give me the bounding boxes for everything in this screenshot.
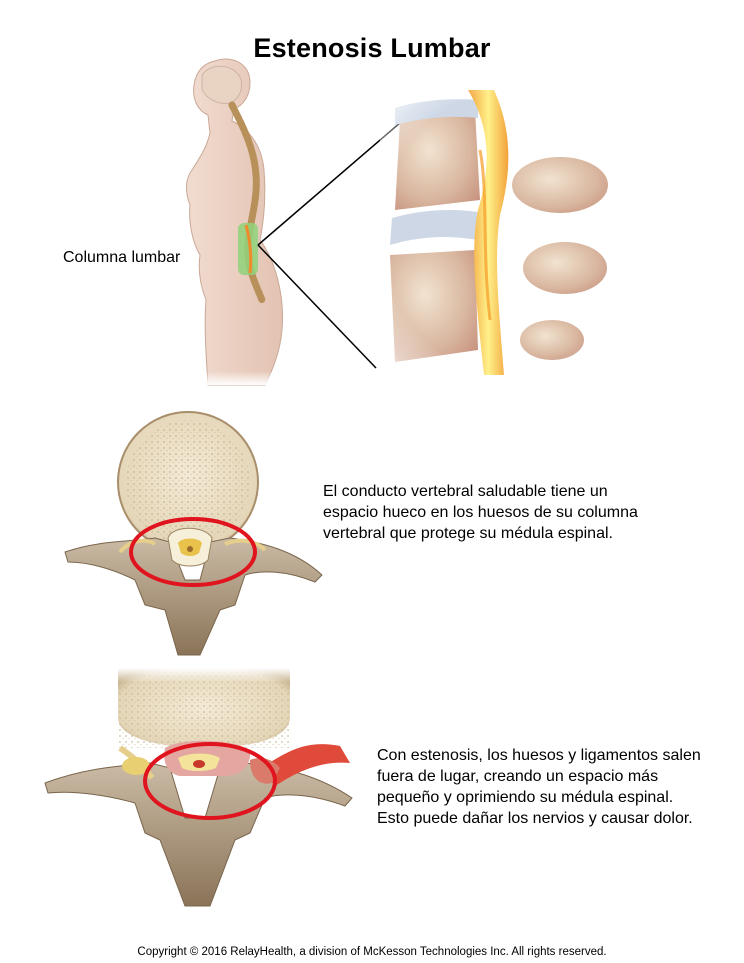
body-silhouette-illustration <box>170 58 300 386</box>
copyright-notice: Copyright © 2016 RelayHealth, a division… <box>137 946 607 958</box>
lumbar-spine-label: Columna lumbar <box>63 249 181 266</box>
stenosis-description: Con estenosis, los huesos y ligamentos s… <box>377 747 701 827</box>
stenosis-vertebra-illustration <box>44 668 353 907</box>
page-title: Estenosis Lumbar <box>253 33 491 63</box>
healthy-canal-description: El conducto vertebral saludable tiene un… <box>323 483 638 542</box>
healthy-vertebra-illustration <box>64 411 323 656</box>
lumbar-closeup-illustration <box>380 90 630 375</box>
